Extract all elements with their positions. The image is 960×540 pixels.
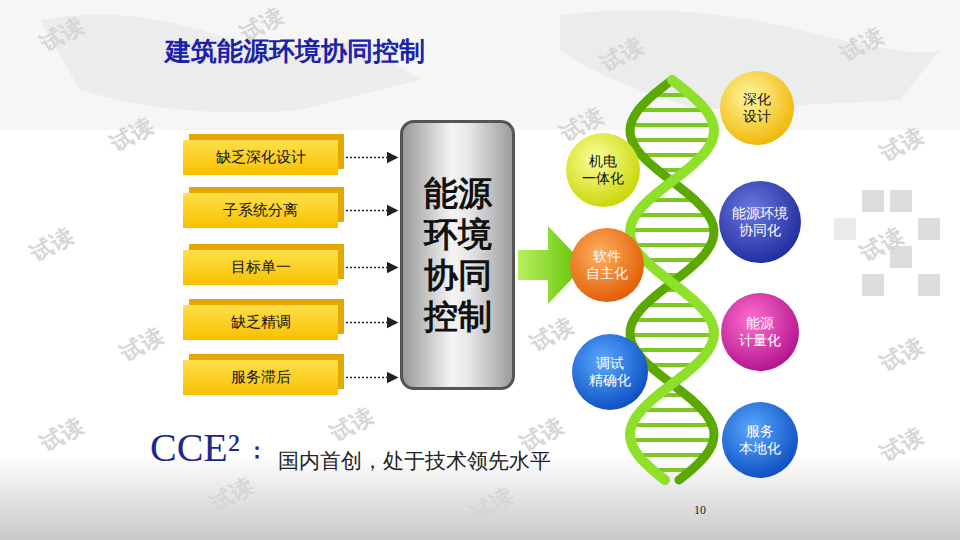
- product-name: CCE²: [150, 424, 240, 471]
- watermark: 试读: [25, 221, 78, 269]
- dna-rung: [631, 438, 714, 442]
- node-text: 服务 本地化: [739, 423, 781, 458]
- feature-circle: 能源 计量化: [721, 293, 799, 371]
- problem-box: 服务滞后: [183, 360, 338, 395]
- watermark: 试读: [35, 411, 88, 459]
- watermark: 试读: [875, 421, 928, 469]
- dotted-arrow: [346, 157, 397, 159]
- dna-rung: [638, 108, 705, 112]
- dna-rung: [638, 453, 706, 457]
- page-number: 10: [694, 503, 706, 518]
- watermark: 试读: [875, 121, 928, 169]
- watermark: 试读: [325, 401, 378, 449]
- dna-rung: [636, 213, 709, 217]
- dna-rung: [634, 318, 711, 322]
- title: 建筑能源环境协同控制: [165, 34, 425, 69]
- dna-strand: [630, 80, 714, 480]
- feature-circle: 服务 本地化: [722, 402, 798, 478]
- dna-rung: [642, 408, 703, 412]
- watermark: 试读: [835, 21, 888, 69]
- watermark: 试读: [525, 311, 578, 359]
- feature-circle: 能源环境 协同化: [719, 181, 801, 263]
- node-text: 深化 设计: [743, 91, 771, 126]
- problem-box: 子系统分离: [183, 193, 338, 228]
- node-text: 能源 计量化: [739, 315, 781, 350]
- dotted-arrow: [346, 377, 397, 379]
- dna-rung: [630, 333, 714, 337]
- feature-circle: 机电 一体化: [566, 133, 640, 207]
- watermark: 试读: [875, 331, 928, 379]
- dna-rung: [635, 348, 708, 352]
- watermark: 试读: [35, 11, 88, 59]
- watermark: 试读: [595, 31, 648, 79]
- node-text: 缺乏精调: [231, 313, 291, 332]
- node-text: 缺乏深化设计: [216, 148, 306, 167]
- node-text: 能源环境 协同化: [732, 205, 788, 240]
- node-text: 子系统分离: [223, 201, 298, 220]
- dotted-arrow: [346, 210, 397, 212]
- watermark: 试读: [105, 111, 158, 159]
- feature-circle: 深化 设计: [720, 71, 794, 145]
- dna-rung: [631, 123, 714, 127]
- node-text: 调试 精确化: [589, 355, 631, 390]
- dna-rung: [632, 423, 712, 427]
- watermark: 试读: [555, 101, 608, 149]
- control-box: 能源 环境 协同 控制: [400, 120, 515, 390]
- dna-rung: [641, 153, 702, 157]
- problem-box: 缺乏深化设计: [183, 140, 338, 175]
- node-text: 机电 一体化: [582, 153, 624, 188]
- claim-text: 国内首创，处于技术领先水平: [278, 447, 551, 475]
- problem-box: 缺乏精调: [183, 305, 338, 340]
- watermark: 试读: [205, 471, 258, 519]
- dna-rung: [632, 138, 713, 142]
- watermark: 试读: [465, 481, 518, 529]
- node-text: 服务滞后: [231, 368, 291, 387]
- dna-rung: [633, 243, 710, 247]
- watermark: 试读: [855, 221, 908, 269]
- node-text: 能源 环境 协同 控制: [424, 173, 492, 336]
- node-text: 软件 自主化: [586, 248, 628, 283]
- dotted-arrow: [346, 267, 397, 269]
- problem-box: 目标单一: [183, 250, 338, 285]
- colon: ：: [246, 436, 268, 466]
- dna-rung: [630, 228, 714, 232]
- feature-circle: 软件 自主化: [570, 228, 644, 302]
- dotted-arrow: [346, 322, 397, 324]
- watermark: 试读: [115, 321, 168, 369]
- dna-strand: [630, 80, 714, 480]
- feature-circle: 调试 精确化: [572, 334, 648, 410]
- node-text: 目标单一: [231, 258, 291, 277]
